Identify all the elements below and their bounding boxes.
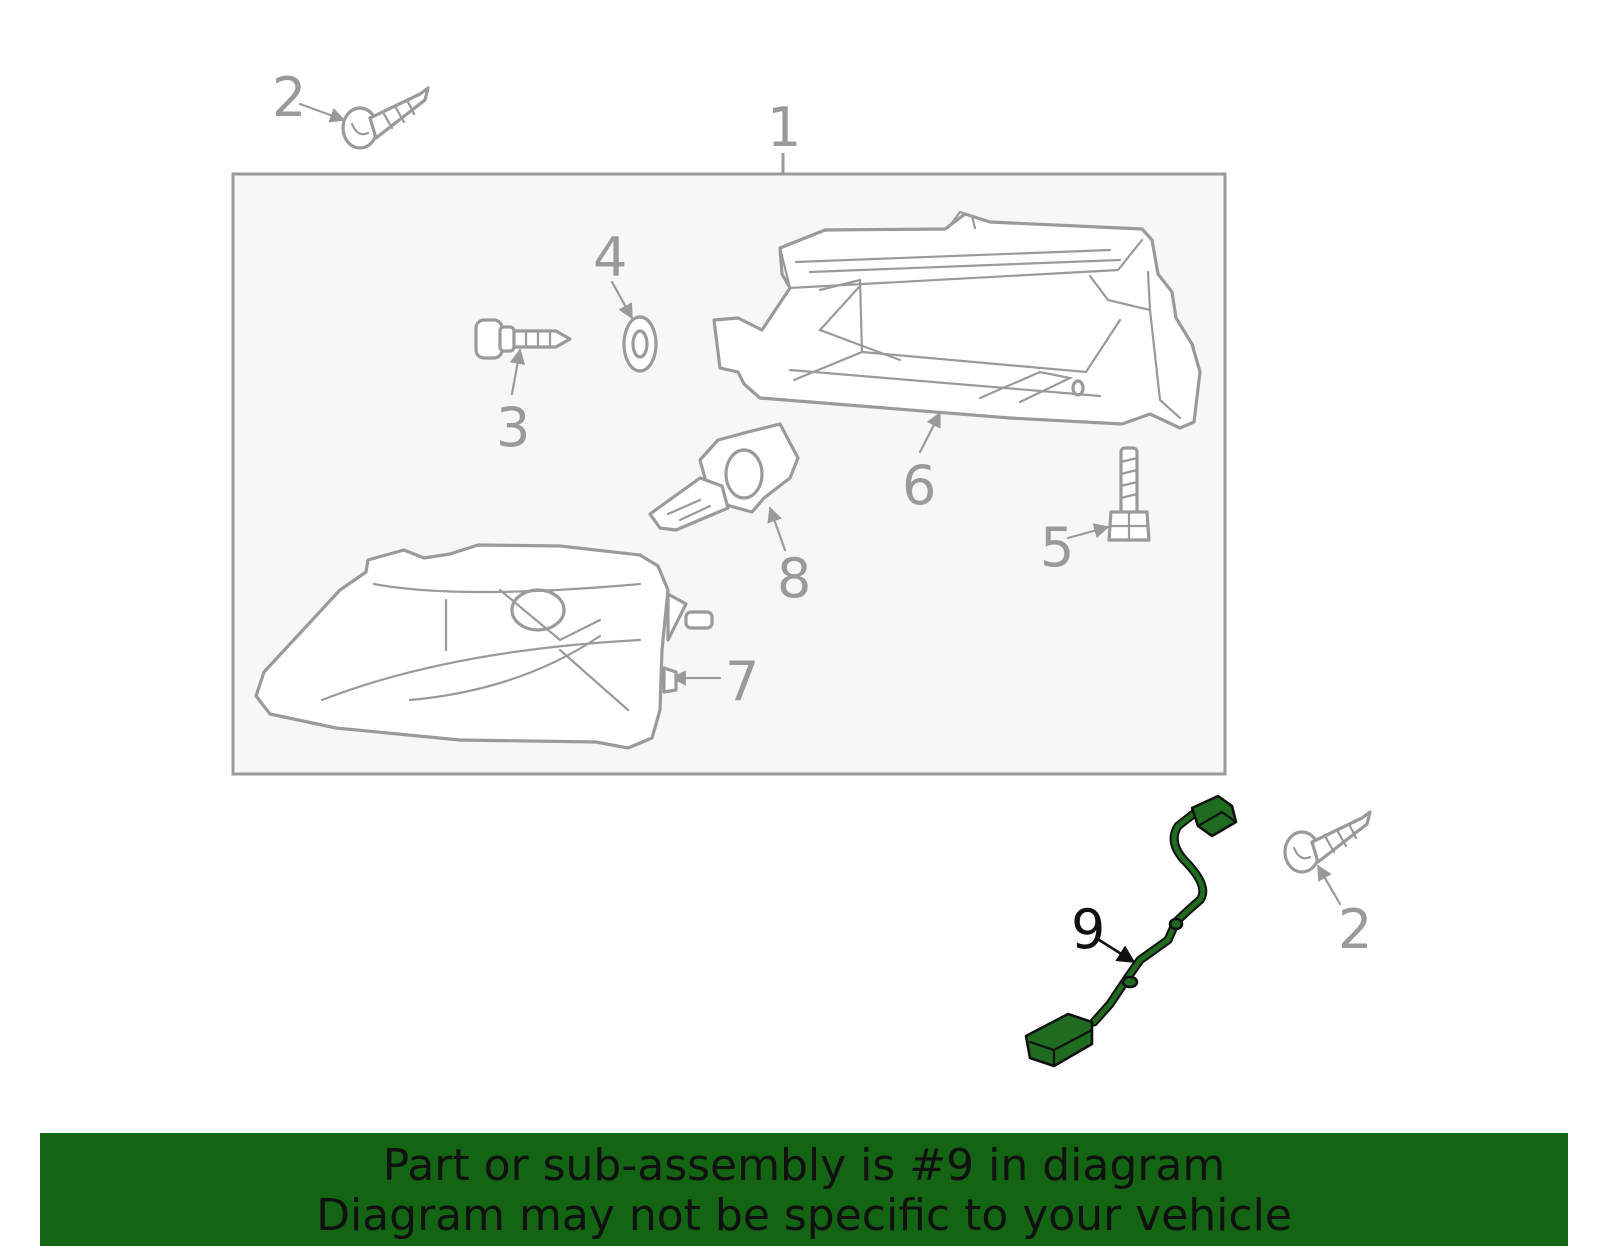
- callout-2-top: 2: [272, 66, 306, 129]
- callout-6: 6: [902, 454, 936, 517]
- info-banner: Part or sub-assembly is #9 in diagram Di…: [40, 1133, 1568, 1246]
- callout-4: 4: [593, 226, 627, 289]
- leader-4: [610, 280, 634, 320]
- leader-6: [918, 411, 942, 454]
- leader-3: [509, 348, 526, 396]
- callout-1: 1: [767, 96, 801, 159]
- leader-2-bottom: [1316, 864, 1342, 906]
- leader-2-top: [298, 102, 346, 123]
- callout-5: 5: [1040, 516, 1074, 579]
- wiring-harness-9: [1024, 794, 1238, 1068]
- screw-2-top: [341, 86, 430, 150]
- callout-9: 9: [1071, 898, 1105, 961]
- banner-line-2: Diagram may not be specific to your vehi…: [316, 1190, 1292, 1241]
- bolt-5: [1107, 446, 1151, 542]
- bulb-8: [648, 422, 800, 532]
- leader-5: [1066, 523, 1110, 540]
- headlamp-7: [254, 543, 714, 750]
- leader-8: [767, 506, 787, 552]
- washer-4: [622, 315, 658, 373]
- callout-2-bottom: 2: [1338, 898, 1372, 961]
- callout-7: 7: [725, 650, 759, 713]
- bolt-3: [474, 318, 572, 360]
- bracket-6: [712, 210, 1202, 430]
- leader-9: [1095, 936, 1136, 964]
- callout-3: 3: [496, 396, 530, 459]
- banner-line-1: Part or sub-assembly is #9 in diagram: [382, 1140, 1226, 1191]
- callout-8: 8: [777, 547, 811, 610]
- screw-2-bottom: [1283, 810, 1372, 874]
